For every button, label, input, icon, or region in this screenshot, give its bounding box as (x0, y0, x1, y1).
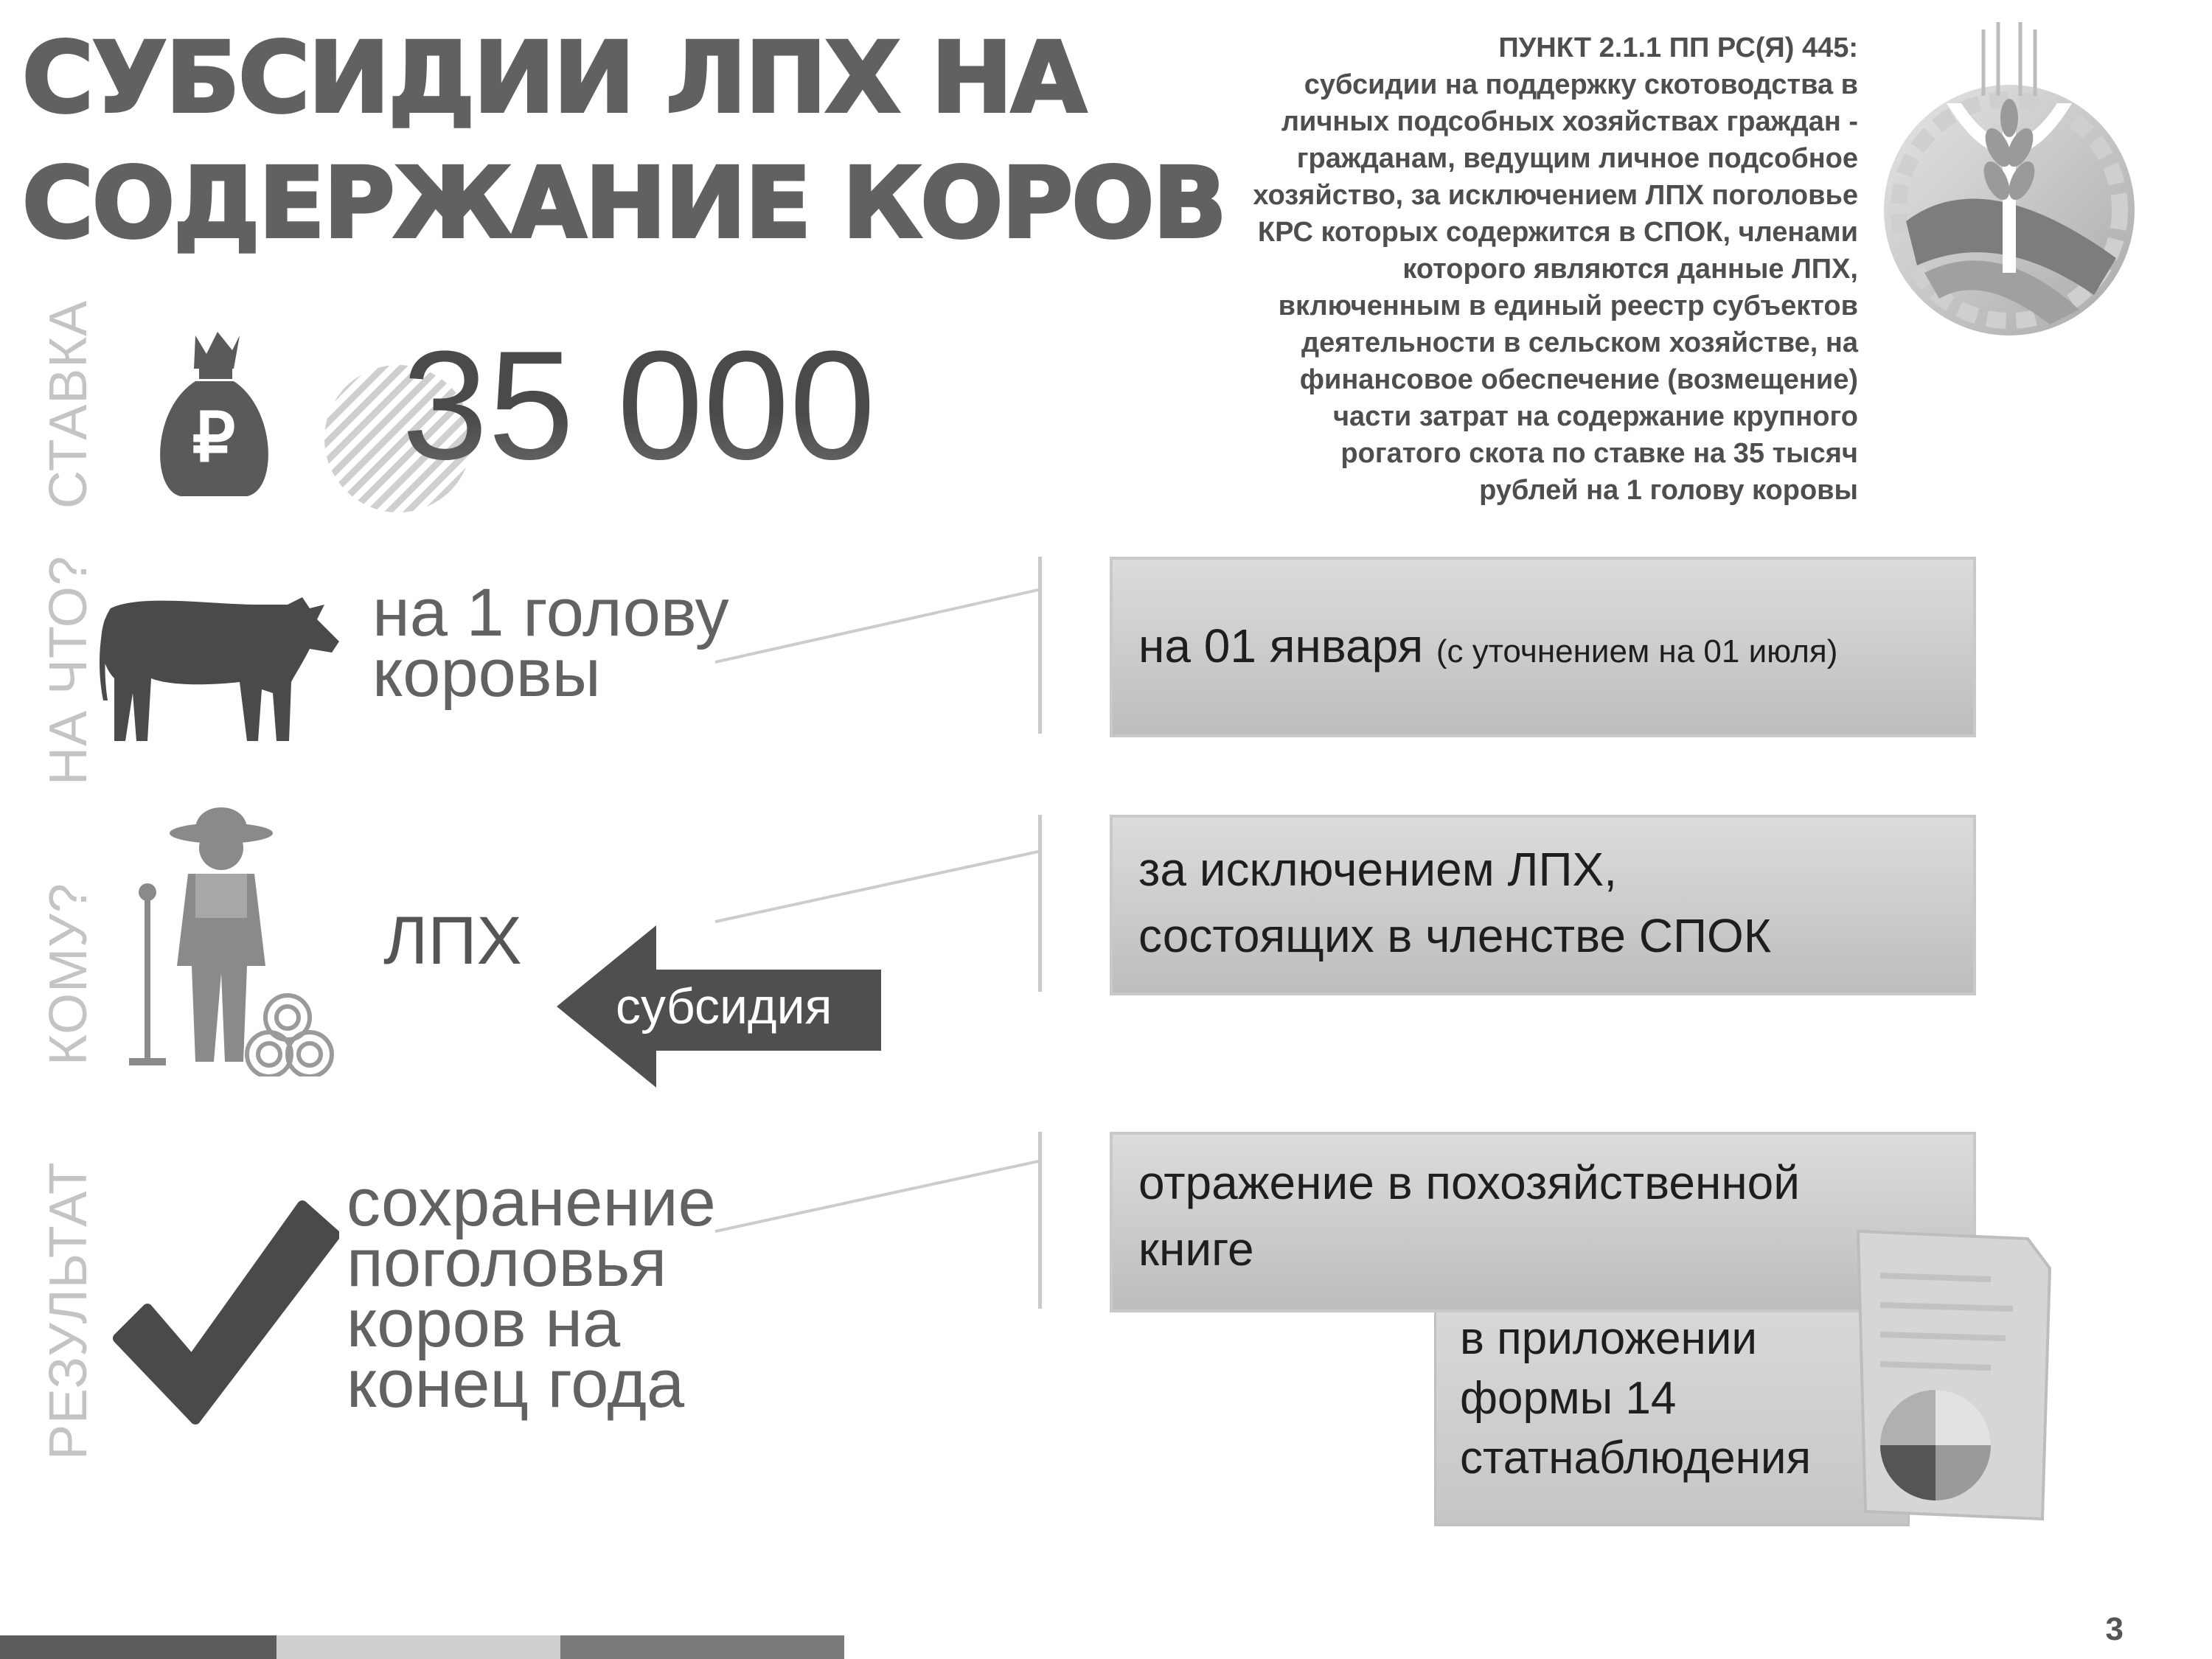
footer-bar-segment-3 (560, 1635, 844, 1659)
info-box-exclusion-line-2: состоящих в членстве СПОК (1138, 909, 1771, 962)
result-text-line-2: поголовья (347, 1225, 667, 1301)
result-text-line-3: коров на (347, 1286, 621, 1361)
divider-line (1038, 1132, 1042, 1309)
legal-line: рублей на 1 голову коровы (1479, 475, 1858, 506)
hatched-circle-decoration (324, 365, 472, 512)
result-text-line-4: конец года (347, 1346, 685, 1422)
what-text-line-1: на 1 голову (372, 575, 729, 650)
info-box-date: на 01 января (с уточнением на 01 июля) (1110, 557, 1976, 737)
info-box-exclusion-line-1: за исключением ЛПХ, (1138, 843, 1617, 896)
row-label-result: РЕЗУЛЬТАТ (39, 1161, 98, 1460)
checkmark-icon (113, 1200, 339, 1425)
legal-line: КРС которых содержится в СПОК, членами (1257, 217, 1858, 248)
result-text-line-1: сохранение (347, 1165, 716, 1240)
legal-text: ПУНКТ 2.1.1 ПП РС(Я) 445: субсидии на по… (1194, 29, 1858, 509)
document-pie-chart-icon (1856, 1229, 2052, 1521)
document-note-line-2: формы 14 (1460, 1373, 1677, 1424)
ruble-money-bag-icon: ₽ (160, 332, 268, 496)
info-box-date-note: (с уточнением на 01 июля) (1436, 633, 1838, 669)
what-text-line-2: коровы (372, 636, 601, 711)
page-title-line-2: СОДЕРЖАНИЕ КОРОВ (21, 147, 1228, 260)
subsidy-arrow-label: субсидия (616, 978, 832, 1034)
legal-line: части затрат на содержание крупного (1332, 401, 1858, 432)
legal-line: которого являются данные ЛПХ, (1402, 254, 1858, 285)
agriculture-emblem-icon (1884, 22, 2135, 335)
legal-line: рогатого скота по ставке на 35 тысяч (1340, 438, 1858, 469)
legal-line: хозяйство, за исключением ЛПХ поголовье (1253, 180, 1858, 211)
connector-lines (714, 588, 1039, 1233)
legal-line: включенным в единый реестр субъектов (1278, 291, 1858, 321)
document-note-text: в приложении формы 14 статнаблюдения (1460, 1309, 1811, 1488)
rate-value: 35 000 (402, 319, 876, 492)
whom-text: ЛПХ (383, 903, 522, 978)
info-box-exclusion: за исключением ЛПХ, состоящих в членстве… (1110, 815, 1976, 995)
cow-icon (100, 597, 339, 741)
footer-bar-segment-1 (0, 1635, 276, 1659)
document-note-line-3: статнаблюдения (1460, 1433, 1812, 1484)
page-title-line-1: СУБСИДИИ ЛПХ НА (21, 21, 1088, 135)
info-box-record: отражение в похозяйственной книге (1110, 1132, 1976, 1312)
page-number: 3 (2105, 1611, 2124, 1647)
info-box-record-line-2: книге (1138, 1222, 1254, 1276)
subsidy-arrow-icon (557, 925, 881, 1088)
row-label-whom: КОМУ? (39, 883, 98, 1065)
legal-line: гражданам, ведущим личное подсобное (1296, 143, 1858, 174)
document-note-box (1434, 1283, 1910, 1526)
legal-line: ПУНКТ 2.1.1 ПП РС(Я) 445: (1498, 32, 1858, 63)
info-box-record-line-1: отражение в похозяйственной (1138, 1156, 1800, 1209)
legal-line: личных подсобных хозяйствах граждан - (1281, 106, 1858, 137)
row-label-what: НА ЧТО? (39, 555, 98, 785)
divider-line (1038, 815, 1042, 992)
document-note-line-1: в приложении (1460, 1313, 1757, 1364)
legal-line: финансовое обеспечение (возмещение) (1299, 364, 1858, 395)
legal-line: субсидии на поддержку скотоводства в (1304, 69, 1858, 100)
row-label-rate: СТАВКА (39, 299, 98, 509)
info-box-date-main: на 01 января (1138, 619, 1424, 672)
svg-text:₽: ₽ (192, 400, 236, 476)
footer-bar-segment-2 (276, 1635, 560, 1659)
farmer-icon (129, 807, 334, 1077)
divider-line (1038, 557, 1042, 734)
legal-line: деятельности в сельском хозяйстве, на (1301, 327, 1858, 358)
